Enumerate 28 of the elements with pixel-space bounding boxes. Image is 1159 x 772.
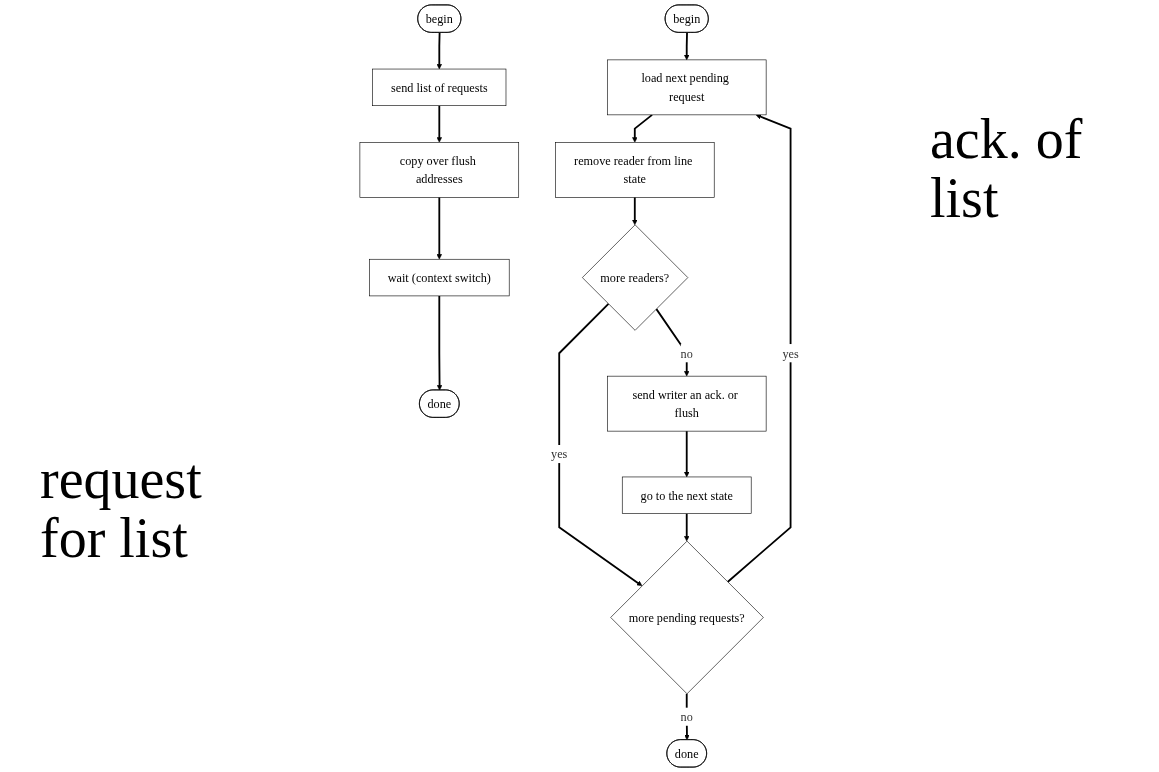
node-diamond: more pending requests? <box>610 540 764 695</box>
arrow <box>632 196 638 226</box>
arrow <box>655 307 690 377</box>
node-diamond: more readers? <box>582 224 689 331</box>
arrow <box>558 303 643 587</box>
arrow <box>436 104 443 143</box>
arrow <box>684 31 690 61</box>
node-box: load next pending request <box>607 59 767 116</box>
node-box: wait (context switch) <box>369 258 510 297</box>
edge-label: no <box>680 346 694 360</box>
arrow <box>684 512 690 542</box>
node-box: remove reader from line state <box>555 142 715 198</box>
edge-label: yes <box>551 447 568 461</box>
arrow <box>726 114 792 583</box>
node-box: copy over flush addresses <box>359 142 520 198</box>
arrow <box>436 196 443 260</box>
node-box: send list of requests <box>372 68 507 106</box>
node-box: send writer an ack. or flush <box>607 375 767 432</box>
diagram-label: ack. of list <box>930 110 1084 228</box>
arrow <box>632 113 654 143</box>
arrow <box>437 295 443 391</box>
arrow <box>436 31 443 70</box>
node-box: go to the next state <box>622 476 752 514</box>
diagram-label: request for list <box>40 450 203 568</box>
edge-label: no <box>680 709 694 724</box>
arrow <box>684 692 690 741</box>
arrow <box>684 430 690 478</box>
edge-label: yes <box>782 346 799 360</box>
